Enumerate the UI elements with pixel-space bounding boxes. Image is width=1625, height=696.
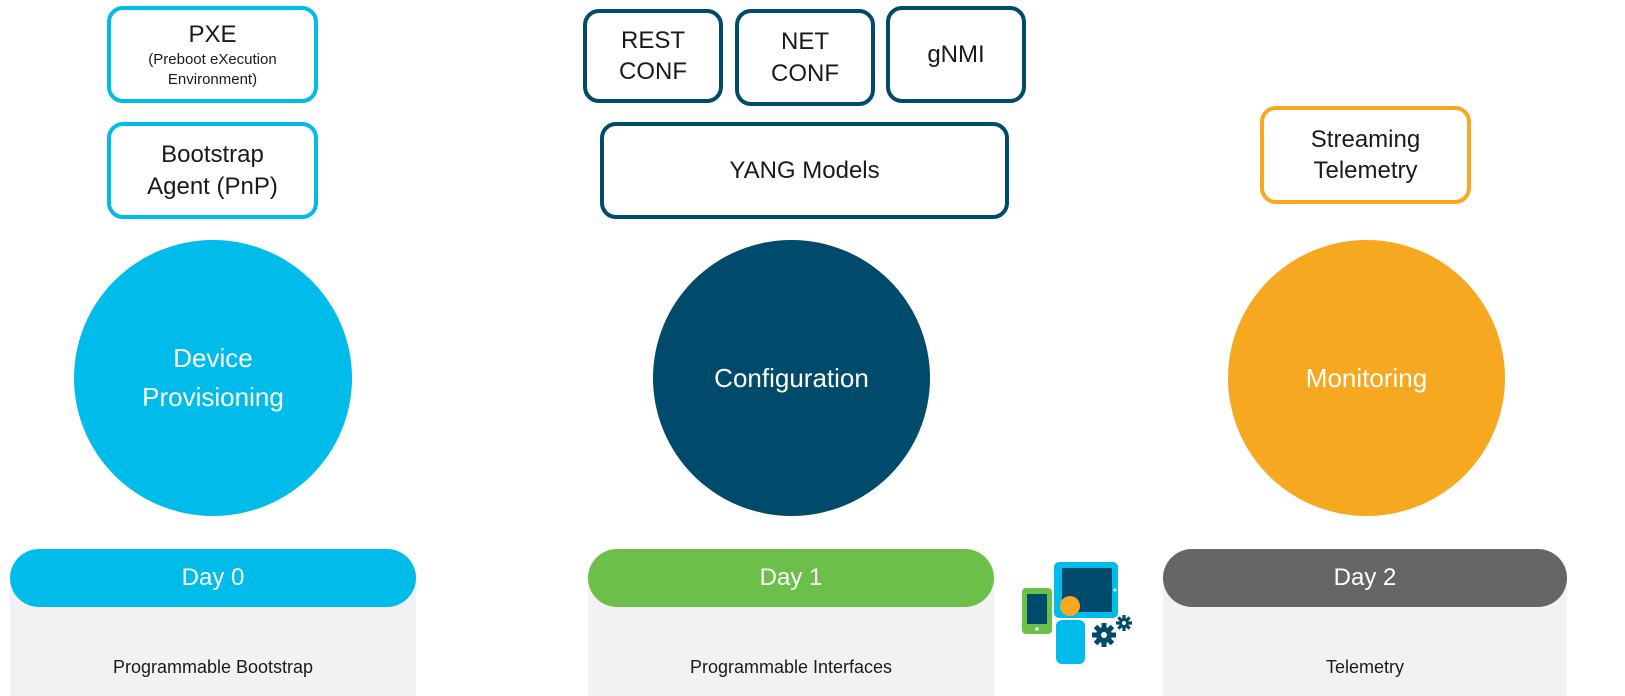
day2-footer-label: Telemetry <box>1325 657 1405 677</box>
device-provisioning-circle: Device Provisioning <box>74 240 352 516</box>
device-provisioning-line1: Device <box>173 343 253 373</box>
yang-models-box: YANG Models <box>600 122 1009 219</box>
configuration-label: Configuration <box>714 362 869 393</box>
netconf-line1: NET <box>781 28 829 56</box>
pxe-title: PXE <box>188 20 237 48</box>
pxe-subtitle-line1: (Preboot eXecution <box>148 50 277 68</box>
pxe-subtitle-line2: Environment) <box>167 71 258 89</box>
bootstrap-line2: Agent (PnP) <box>147 172 278 200</box>
netconf-line2: CONF <box>771 59 839 87</box>
gnmi-box: gNMI <box>886 6 1026 103</box>
day1-pill: Day 1 <box>588 549 994 607</box>
restconf-box: REST CONF <box>583 9 723 103</box>
configuration-circle: Configuration <box>653 240 930 516</box>
day1-footer-label: Programmable Interfaces <box>689 657 893 677</box>
yang-models-label: YANG Models <box>729 156 880 184</box>
day0-footer-label: Programmable Bootstrap <box>112 657 314 677</box>
streaming-telemetry-line2: Telemetry <box>1313 157 1418 184</box>
restconf-line2: CONF <box>619 58 687 85</box>
gnmi-label: gNMI <box>927 40 985 68</box>
streaming-telemetry-box: Streaming Telemetry <box>1260 106 1471 204</box>
pxe-box: PXE (Preboot eXecution Environment) <box>107 6 318 103</box>
devices-person-gears-icon <box>1022 562 1132 664</box>
netconf-box: NET CONF <box>735 9 875 106</box>
day0-pill: Day 0 <box>10 549 416 607</box>
monitoring-label: Monitoring <box>1305 362 1428 393</box>
device-provisioning-line2: Provisioning <box>142 382 284 412</box>
restconf-line1: REST <box>620 26 685 54</box>
bootstrap-agent-box: Bootstrap Agent (PnP) <box>107 122 318 219</box>
day2-pill: Day 2 <box>1163 549 1567 607</box>
streaming-telemetry-line1: Streaming <box>1310 125 1421 153</box>
monitoring-circle: Monitoring <box>1228 240 1505 516</box>
bootstrap-line1: Bootstrap <box>161 141 264 169</box>
